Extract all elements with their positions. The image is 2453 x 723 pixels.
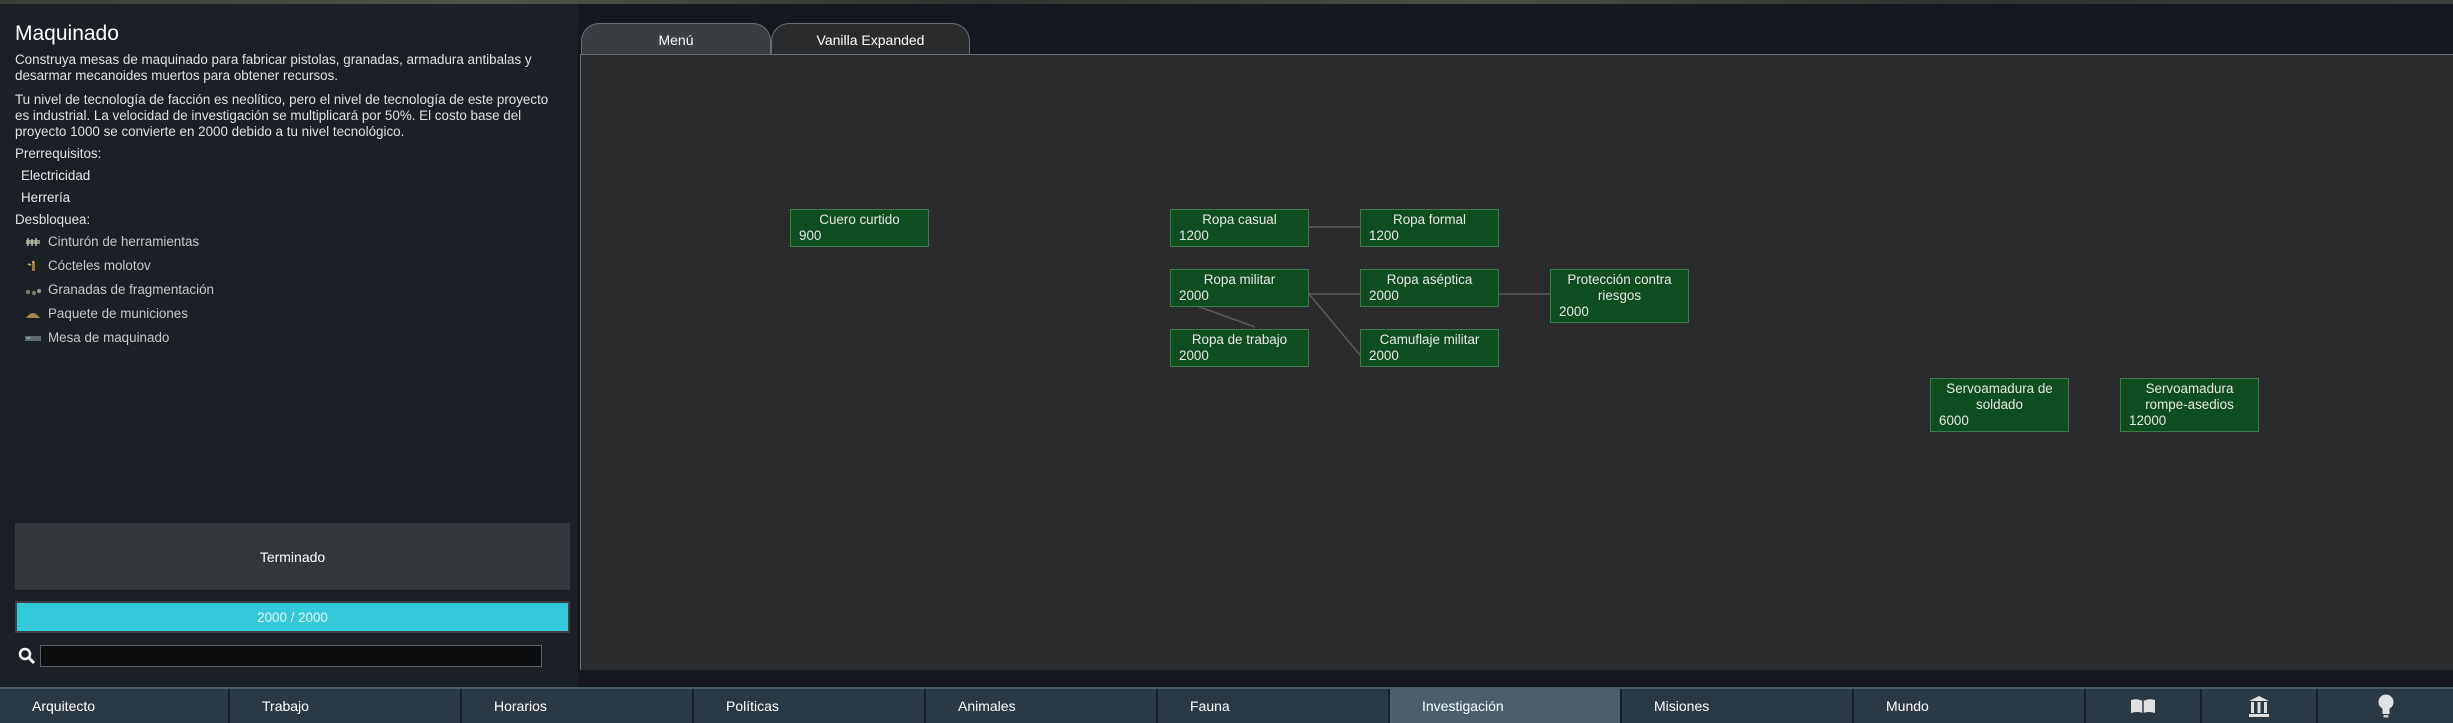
bottom-tab-arquitecto[interactable]: Arquitecto <box>0 689 230 723</box>
research-node-ropa-aseptica[interactable]: Ropa aséptica 2000 <box>1360 269 1499 307</box>
unlock-item[interactable]: Granadas de fragmentación <box>24 282 214 297</box>
node-cost: 900 <box>799 228 822 243</box>
unlock-label: Mesa de maquinado <box>48 330 170 345</box>
tech-level-note: Tu nivel de tecnología de facción es neo… <box>15 92 549 139</box>
bottom-tab-misiones[interactable]: Misiones <box>1622 689 1854 723</box>
unlock-label: Granadas de fragmentación <box>48 282 214 297</box>
pillar-icon <box>2249 696 2269 717</box>
progress-text: 2000 / 2000 <box>257 609 328 625</box>
bottom-tab-animales[interactable]: Animales <box>926 689 1158 723</box>
unlock-label: Paquete de municiones <box>48 306 188 321</box>
research-progress-bar: 2000 / 2000 <box>15 601 570 633</box>
prerequisite-item[interactable]: Electricidad <box>21 168 91 183</box>
bottom-tab-politicas[interactable]: Políticas <box>694 689 926 723</box>
unlock-label: Cócteles molotov <box>48 258 151 273</box>
machining-table-icon <box>25 335 41 341</box>
factions-button[interactable] <box>2202 689 2318 723</box>
node-cost: 2000 <box>1179 288 1209 303</box>
research-node-cuero-curtido[interactable]: Cuero curtido 900 <box>790 209 929 247</box>
node-cost: 2000 <box>1369 348 1399 363</box>
research-node-servoamadura-rompe-asedios[interactable]: Servoamadura rompe-asedios 12000 <box>2120 378 2259 432</box>
node-name: Cuero curtido <box>819 212 900 227</box>
node-name: Camuflaje militar <box>1379 332 1480 347</box>
node-name: Ropa aséptica <box>1386 272 1473 287</box>
ammo-pack-icon <box>26 312 40 318</box>
unlock-label: Cinturón de herramientas <box>48 234 200 249</box>
tab-menu[interactable]: Menú <box>581 23 771 55</box>
prerequisites-label: Prerrequisitos: <box>15 146 102 161</box>
node-name: Ropa de trabajo <box>1191 332 1288 347</box>
molotov-icon <box>27 259 35 271</box>
bottom-tab-horarios[interactable]: Horarios <box>462 689 694 723</box>
lightbulb-icon <box>2378 694 2393 718</box>
node-name: Protección contra riesgos <box>1567 272 1672 303</box>
top-strip <box>0 0 2453 4</box>
node-cost: 1200 <box>1179 228 1209 243</box>
search-icon <box>18 647 36 665</box>
finished-status-button[interactable]: Terminado <box>15 523 570 590</box>
research-tree-panel[interactable] <box>580 54 2453 670</box>
research-node-ropa-de-trabajo[interactable]: Ropa de trabajo 2000 <box>1170 329 1309 367</box>
unlock-item[interactable]: Paquete de municiones <box>24 306 188 321</box>
tab-vanilla-expanded[interactable]: Vanilla Expanded <box>771 23 970 55</box>
progress-fill <box>17 603 568 631</box>
node-cost: 2000 <box>1369 288 1399 303</box>
node-name: Servoamadura de soldado <box>1946 381 2053 412</box>
prerequisite-item[interactable]: Herrería <box>21 190 71 205</box>
frag-grenade-icon <box>25 288 41 295</box>
tool-belt-icon <box>26 237 40 246</box>
book-button[interactable] <box>2086 689 2202 723</box>
research-node-ropa-formal[interactable]: Ropa formal 1200 <box>1360 209 1499 247</box>
unlock-item[interactable]: Cócteles molotov <box>24 258 151 273</box>
unlocks-label: Desbloquea: <box>15 212 91 227</box>
node-name: Ropa casual <box>1202 212 1277 227</box>
node-name: Servoamadura rompe-asedios <box>2145 381 2234 412</box>
bottom-tab-fauna[interactable]: Fauna <box>1158 689 1390 723</box>
node-name: Ropa formal <box>1393 212 1466 227</box>
research-node-ropa-casual[interactable]: Ropa casual 1200 <box>1170 209 1309 247</box>
node-cost: 2000 <box>1559 304 1589 319</box>
project-description: Construya mesas de maquinado para fabric… <box>15 52 532 83</box>
node-cost: 12000 <box>2129 413 2167 428</box>
node-cost: 2000 <box>1179 348 1209 363</box>
bottom-tab-mundo[interactable]: Mundo <box>1854 689 2086 723</box>
project-title: Maquinado <box>15 22 119 45</box>
research-node-servoamadura-de-soldado[interactable]: Servoamadura de soldado 6000 <box>1930 378 2069 432</box>
tree-link <box>1308 293 1361 356</box>
book-icon <box>2131 699 2155 713</box>
tree-links <box>1185 226 1550 356</box>
node-cost: 1200 <box>1369 228 1399 243</box>
search-input[interactable] <box>40 645 542 667</box>
node-name: Ropa militar <box>1203 272 1276 287</box>
unlock-item[interactable]: Mesa de maquinado <box>24 330 169 345</box>
research-node-camuflaje-militar[interactable]: Camuflaje militar 2000 <box>1360 329 1499 367</box>
node-cost: 6000 <box>1939 413 1969 428</box>
ideas-button[interactable] <box>2318 689 2453 723</box>
unlock-item[interactable]: Cinturón de herramientas <box>24 234 199 249</box>
research-node-proteccion-contra-riesgos[interactable]: Protección contra riesgos 2000 <box>1550 269 1689 323</box>
bottom-tab-investigacion[interactable]: Investigación <box>1390 689 1622 723</box>
research-node-ropa-militar[interactable]: Ropa militar 2000 <box>1170 269 1309 307</box>
bottom-tab-trabajo[interactable]: Trabajo <box>230 689 462 723</box>
